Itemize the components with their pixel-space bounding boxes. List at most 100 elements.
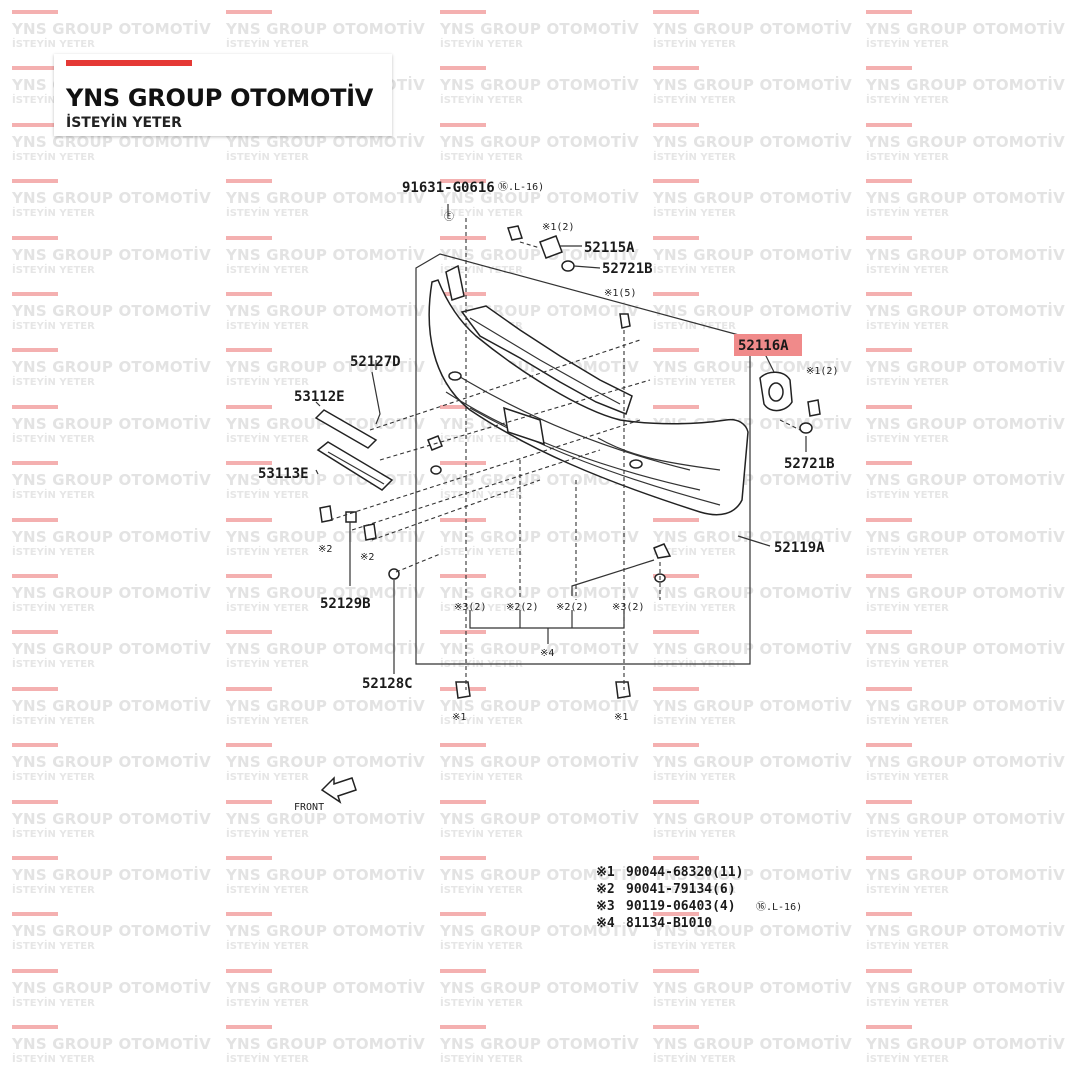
watermark-brand: YNS GROUP OTOMOTİV xyxy=(226,584,425,602)
watermark-bar xyxy=(12,292,58,296)
watermark-bar xyxy=(12,912,58,917)
watermark-brand: YNS GROUP OTOMOTİV xyxy=(866,527,1065,546)
logo-tagline: İSTEYİN YETER xyxy=(66,115,182,131)
watermark-tagline: İSTEYİN YETER xyxy=(653,208,736,220)
watermark-bar xyxy=(440,517,486,522)
watermark-bar xyxy=(12,179,58,184)
watermark-bar xyxy=(653,517,699,522)
watermark-tagline: İSTEYİN YETER xyxy=(12,546,95,558)
watermark-bar xyxy=(226,461,272,466)
watermark-bar xyxy=(12,743,58,748)
watermark-tagline: İSTEYİN YETER xyxy=(653,941,736,953)
label-91631-note: ⑯.L-16) xyxy=(498,181,544,193)
watermark-bar xyxy=(440,66,486,71)
watermark-brand: YNS GROUP OTOMOTİV xyxy=(866,978,1065,997)
watermark-tagline: İSTEYİN YETER xyxy=(440,39,523,50)
label-91631-g0616[interactable]: 91631-G0616 xyxy=(402,180,495,196)
watermark-bar xyxy=(866,1025,912,1030)
label-52119a[interactable]: 52119A xyxy=(774,540,825,556)
clip-52115a xyxy=(539,235,563,259)
molding-53112e xyxy=(314,409,378,449)
watermark-bar xyxy=(653,856,699,860)
watermark-bar xyxy=(12,799,58,804)
legend-note: ⑯.L-16) xyxy=(756,901,802,913)
watermark-bar xyxy=(226,1025,272,1030)
watermark-bar xyxy=(866,517,912,522)
watermark-brand: YNS GROUP OTOMOTİV xyxy=(12,302,211,320)
watermark-tagline: İSTEYİN YETER xyxy=(226,490,309,502)
legend-part-number: 90044-68320(11) xyxy=(626,865,743,880)
watermark-bar xyxy=(866,574,912,578)
label-52721b-right[interactable]: 52721B xyxy=(784,456,835,472)
watermark-bar xyxy=(440,912,486,917)
watermark-tagline: İSTEYİN YETER xyxy=(12,95,95,107)
watermark-tagline: İSTEYİN YETER xyxy=(866,828,949,840)
watermark-bar xyxy=(866,799,912,804)
watermark-brand: YNS GROUP OTOMOTİV xyxy=(440,132,639,151)
watermark-tagline: İSTEYİN YETER xyxy=(653,828,736,840)
watermark-bar xyxy=(12,66,58,71)
watermark-tagline: İSTEYİN YETER xyxy=(226,433,309,445)
watermark-brand: YNS GROUP OTOMOTİV xyxy=(12,527,211,546)
watermark-bar xyxy=(12,235,58,240)
watermark-brand: YNS GROUP OTOMOTİV xyxy=(440,20,639,38)
watermark-brand: YNS GROUP OTOMOTİV xyxy=(12,696,211,715)
callout-2-2-a: ※2(2) xyxy=(506,602,538,613)
watermark-brand: YNS GROUP OTOMOTİV xyxy=(226,753,425,772)
watermark-bar xyxy=(440,179,486,184)
callout-2-left: ※2 xyxy=(318,544,332,555)
watermark-tagline: İSTEYİN YETER xyxy=(12,828,95,840)
bolt-bottom-left xyxy=(455,681,471,699)
watermark-bar xyxy=(440,10,486,14)
watermark-tagline: İSTEYİN YETER xyxy=(440,997,523,1009)
watermark-bar xyxy=(226,10,272,14)
watermark-brand: YNS GROUP OTOMOTİV xyxy=(653,640,852,659)
label-52116a[interactable]: 52116A xyxy=(738,338,789,354)
watermark-tagline: İSTEYİN YETER xyxy=(226,546,309,558)
watermark-brand: YNS GROUP OTOMOTİV xyxy=(440,922,639,941)
watermark-tagline: İSTEYİN YETER xyxy=(653,997,736,1009)
label-52128c[interactable]: 52128C xyxy=(362,676,413,692)
watermark-tagline: İSTEYİN YETER xyxy=(226,885,309,896)
label-53113e[interactable]: 53113E xyxy=(258,466,309,482)
watermark-tagline: İSTEYİN YETER xyxy=(653,95,736,107)
watermark-brand: YNS GROUP OTOMOTİV xyxy=(440,640,639,659)
watermark-tagline: İSTEYİN YETER xyxy=(440,885,523,896)
label-52127d[interactable]: 52127D xyxy=(350,354,401,370)
watermark-tagline: İSTEYİN YETER xyxy=(440,433,523,445)
label-52129b[interactable]: 52129B xyxy=(320,596,371,612)
legend-part-number: 90119-06403(4) xyxy=(626,899,736,914)
label-53112e[interactable]: 53112E xyxy=(294,389,345,405)
callout-1-bottom-right: ※1 xyxy=(614,712,628,723)
label-52721b-top[interactable]: 52721B xyxy=(602,261,653,277)
watermark-brand: YNS GROUP OTOMOTİV xyxy=(440,753,639,772)
label-52115a[interactable]: 52115A xyxy=(584,240,635,256)
